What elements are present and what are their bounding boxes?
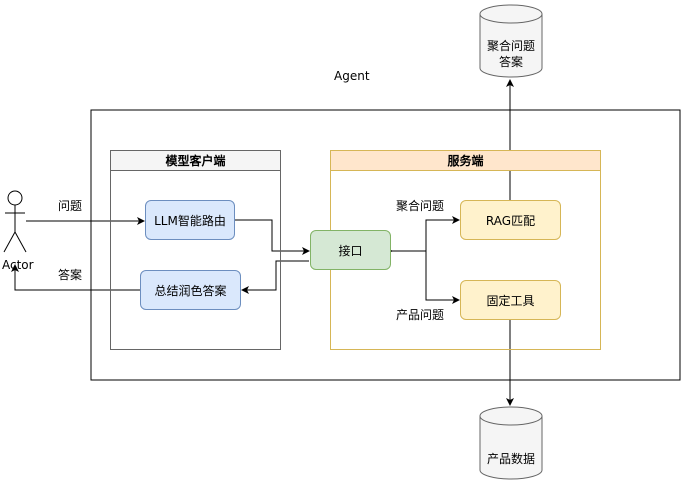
- edge-label-question: 问题: [58, 199, 83, 213]
- db-top-line2: 答案: [498, 55, 523, 69]
- actor-label: Actor: [2, 258, 34, 272]
- edge-router-to-interface: [235, 219, 310, 255]
- agent-label: Agent: [334, 69, 370, 83]
- db-product-data-icon: [479, 406, 543, 480]
- edge-label-aggregate: 聚合问题: [396, 199, 445, 213]
- client-group-title: 模型客户端: [111, 151, 280, 171]
- edge-summarize-to-actor: [11, 264, 140, 291]
- server-group-title: 服务端: [331, 151, 600, 171]
- node-llm-router[interactable]: LLM智能路由: [145, 200, 235, 240]
- node-rag-match[interactable]: RAG匹配: [460, 200, 561, 240]
- edge-interface-to-tool: [425, 251, 460, 304]
- edge-label-answer: 答案: [58, 268, 83, 282]
- db-bottom-line1: 产品数据: [486, 452, 535, 466]
- agent-container: [90, 109, 681, 381]
- db-bottom-label: 产品数据: [479, 451, 543, 467]
- node-summarize[interactable]: 总结润色答案: [140, 270, 241, 310]
- edge-interface-to-summarize: [241, 260, 309, 294]
- db-top-label: 聚合问题 答案: [479, 38, 543, 70]
- client-group: 模型客户端: [110, 150, 281, 350]
- edge-interface-to-rag: [385, 216, 460, 255]
- edge-label-product: 产品问题: [396, 308, 445, 322]
- actor-icon: [3, 190, 27, 253]
- db-aggregate-answers-icon: [479, 4, 543, 78]
- db-top-line1: 聚合问题: [486, 39, 535, 53]
- node-interface[interactable]: 接口: [310, 230, 391, 270]
- node-fixed-tool[interactable]: 固定工具: [460, 280, 561, 320]
